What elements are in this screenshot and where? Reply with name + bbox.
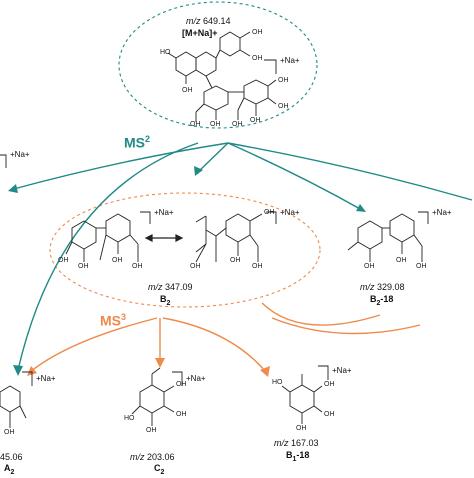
svg-text:OH: OH	[252, 263, 263, 270]
b2-adduct-left: +Na+	[154, 208, 174, 217]
svg-text:HO: HO	[272, 379, 283, 386]
b2-18-adduct: +Na+	[432, 208, 452, 217]
a2-mz-label: 45.06	[0, 452, 23, 462]
c2-structure	[131, 367, 175, 426]
ms2-sup: 2	[145, 134, 151, 144]
parent-ion-label: [M+Na]+	[182, 28, 218, 38]
svg-text:OH: OH	[4, 429, 15, 436]
svg-text:HO: HO	[124, 415, 135, 422]
b2-mz-value: 347.09	[165, 282, 193, 292]
b2-structure-right	[195, 213, 263, 263]
ms2-arrowheads	[8, 166, 366, 376]
svg-text:OH: OH	[252, 55, 263, 62]
svg-text:OH: OH	[190, 121, 201, 128]
parent-structure	[167, 31, 277, 122]
svg-text:OH: OH	[176, 381, 187, 388]
c2-mz-label: m/z 203.06	[130, 452, 175, 462]
parent-mz-prefix: m/z	[186, 16, 201, 26]
a2-name-label: A2	[4, 463, 15, 476]
svg-text:HO: HO	[160, 49, 171, 56]
c2-name-label: C2	[154, 463, 165, 476]
ms3-text: MS	[100, 312, 121, 329]
parent-adduct: +Na+	[280, 56, 300, 65]
b2-name-label: B2	[160, 294, 171, 307]
b1-18-name-label: B1-18	[286, 450, 310, 463]
a2-adduct: +Na+	[36, 374, 56, 383]
parent-mz-value: 649.14	[203, 16, 231, 26]
ms3-arrows	[29, 302, 421, 373]
parent-ion-ellipse	[118, 1, 318, 129]
b1-18-adduct: +Na+	[332, 366, 352, 375]
a2-structure	[0, 385, 27, 428]
b2-adduct-right: +Na+	[280, 208, 300, 217]
svg-text:OH: OH	[58, 257, 69, 264]
svg-text:OH: OH	[324, 411, 335, 418]
b2-mz-label: m/z 347.09	[148, 282, 193, 292]
adduct-brackets	[0, 59, 429, 386]
b1-18-mz-value: 167.03	[291, 438, 319, 448]
b2-18-mz-value: 329.08	[377, 282, 405, 292]
svg-text:OH: OH	[324, 381, 335, 388]
b2-18-name-label: B2-18	[370, 294, 394, 307]
b2-ellipse	[49, 192, 321, 308]
resonance-arrow	[144, 234, 184, 242]
svg-text:OH: OH	[296, 425, 307, 432]
svg-text:OH: OH	[176, 411, 187, 418]
ms3-arrowheads	[27, 358, 270, 377]
b1-18-structure	[281, 374, 323, 424]
b2-18-structure	[347, 213, 423, 262]
svg-text:OH: OH	[146, 427, 157, 434]
ms3-sup: 3	[121, 312, 127, 322]
svg-text:OH: OH	[210, 121, 221, 128]
b2-18-mz-label: m/z 329.08	[360, 282, 405, 292]
svg-text:OH: OH	[364, 263, 375, 270]
b1-18-mz-label: m/z 167.03	[274, 438, 319, 448]
svg-text:OH: OH	[78, 263, 89, 270]
svg-text:OH: OH	[396, 257, 407, 264]
left-top-adduct: +Na+	[10, 150, 30, 159]
svg-text:OH: OH	[278, 103, 289, 110]
ms2-label: MS2	[124, 134, 150, 151]
svg-text:OH: OH	[132, 263, 143, 270]
svg-text:OH: OH	[182, 87, 193, 94]
b2-structure-left	[65, 213, 139, 262]
svg-text:OH: OH	[250, 117, 261, 124]
svg-text:OH: OH	[190, 263, 201, 270]
ms2-arrows	[9, 142, 473, 371]
svg-text:OH: OH	[230, 257, 241, 264]
svg-text:OH: OH	[232, 121, 243, 128]
svg-text:OH: OH	[264, 209, 275, 216]
parent-mz-label: m/z 649.14	[186, 16, 231, 26]
svg-text:OH: OH	[112, 257, 123, 264]
svg-text:OH: OH	[416, 263, 427, 270]
ms3-label: MS3	[100, 312, 126, 329]
c2-mz-value: 203.06	[147, 452, 175, 462]
ms2-text: MS	[124, 134, 145, 151]
c2-adduct: +Na+	[186, 374, 206, 383]
svg-text:OH: OH	[278, 77, 289, 84]
svg-text:OH: OH	[252, 29, 263, 36]
